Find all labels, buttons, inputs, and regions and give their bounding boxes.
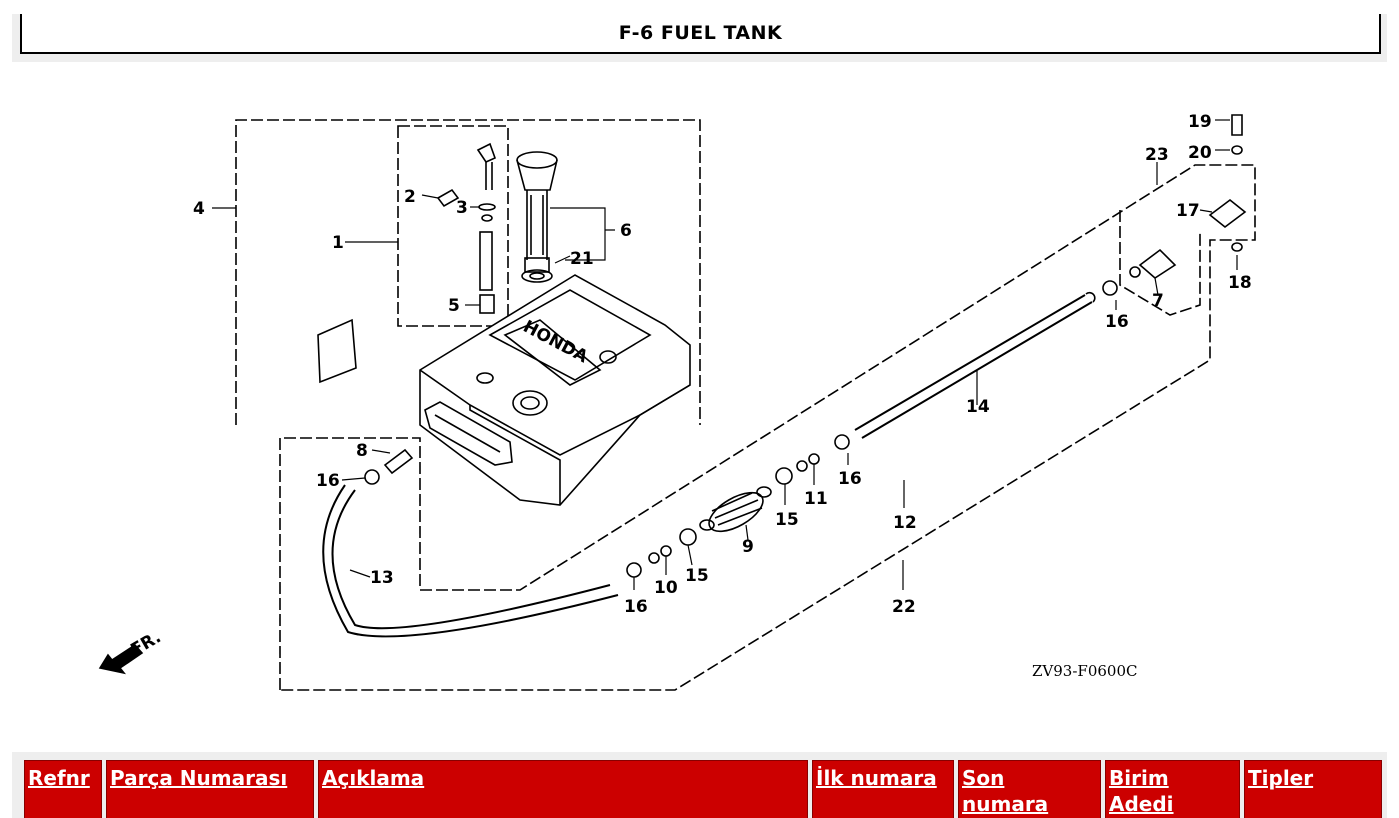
label-4: 4 [193,199,205,219]
col-types[interactable]: Tipler [1244,760,1382,818]
label-11: 11 [804,489,828,509]
label-20: 20 [1188,143,1212,163]
label-3: 3 [456,198,468,218]
parts-table-frame: Refnr Parça Numarası Açıklama İlk numara… [12,752,1387,818]
col-description[interactable]: Açıklama [318,760,808,818]
gasket-part [317,318,357,384]
label-16c: 16 [838,469,862,489]
label-19: 19 [1188,112,1212,132]
col-first-number[interactable]: İlk numara [812,760,954,818]
parts-diagram: HONDA [0,80,1399,720]
col-unit-count[interactable]: Birim Adedi [1105,760,1240,818]
fuel-tank-body: HONDA [419,274,691,506]
label-15b: 15 [775,510,799,530]
primer-bulb [699,486,772,533]
fuel-gauge-part [516,151,558,283]
label-9: 9 [742,537,754,557]
label-7: 7 [1152,291,1164,311]
title-frame: F-6 FUEL TANK [12,14,1387,62]
page-title: F-6 FUEL TANK [20,14,1381,54]
label-13: 13 [370,568,394,588]
diagram-code: ZV93-F0600C [1032,662,1137,680]
label-16b: 16 [624,597,648,617]
label-1: 1 [332,233,344,253]
connector-parts [1129,114,1247,279]
col-refnr[interactable]: Refnr [24,760,102,818]
label-12: 12 [893,513,917,533]
label-14: 14 [966,397,990,417]
label-21: 21 [570,249,594,269]
label-5: 5 [448,296,460,316]
label-15a: 15 [685,566,709,586]
label-23: 23 [1145,145,1169,165]
table-header-row: Refnr Parça Numarası Açıklama İlk numara… [24,760,1382,818]
label-16d: 16 [1105,312,1129,332]
parts-table: Refnr Parça Numarası Açıklama İlk numara… [20,760,1386,818]
col-last-number[interactable]: Son numara [958,760,1101,818]
leader-lines [212,119,1238,590]
label-6: 6 [620,221,632,241]
label-16a: 16 [316,471,340,491]
assembly-outline [235,119,1256,691]
label-18: 18 [1228,273,1252,293]
vent-parts [436,142,497,314]
label-8: 8 [356,441,368,461]
label-2: 2 [404,187,416,207]
label-22: 22 [892,597,916,617]
col-part-number[interactable]: Parça Numarası [106,760,314,818]
hose-fittings [364,280,1118,578]
label-10: 10 [654,578,678,598]
fuel-hoses [322,291,1096,638]
front-direction-arrow-icon: FR. [98,627,165,675]
label-17: 17 [1176,201,1200,221]
